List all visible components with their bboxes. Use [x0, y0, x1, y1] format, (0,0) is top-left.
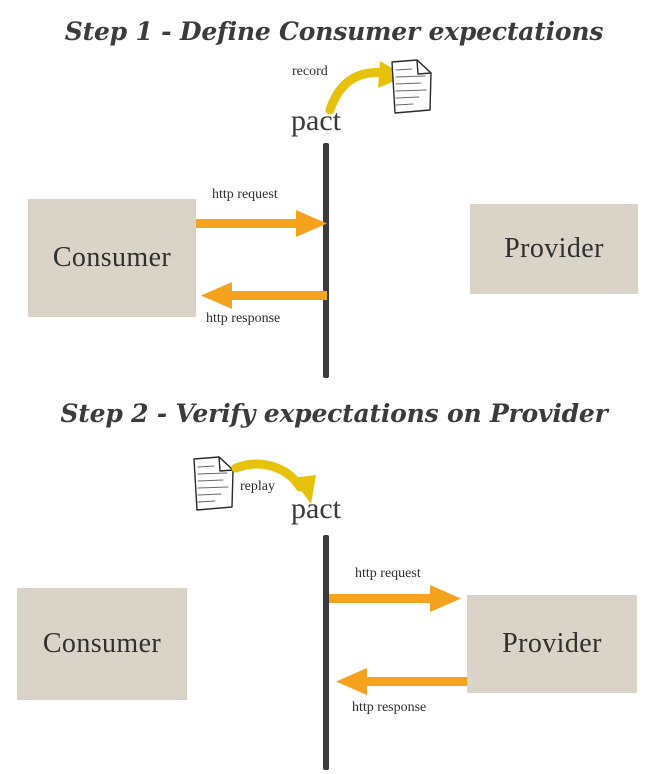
step2-pact-label: pact: [291, 492, 341, 525]
step1-title: Step 1 - Define Consumer expectations: [64, 17, 604, 46]
step1-consumer-label: Consumer: [52, 242, 172, 273]
step1-record-label: record: [292, 64, 328, 79]
step1-http-response-label: http response: [206, 311, 281, 326]
step2-provider-label: Provider: [502, 628, 602, 659]
step1-pact-line: [323, 143, 329, 378]
step1-document-icon: [391, 59, 432, 114]
step2-http-response-arrow: [336, 668, 467, 695]
step1-http-request-arrow: [196, 210, 327, 237]
step2-http-request-label: http request: [355, 566, 421, 581]
step1-record-curve-arrow: [325, 61, 406, 115]
step2-title: Step 2 - Verify expectations on Provider: [60, 399, 608, 428]
step2-replay-curve-arrow: [231, 459, 316, 504]
step2-consumer-label: Consumer: [42, 628, 162, 659]
step1-http-response-arrow: [201, 282, 327, 309]
step2-http-response-label: http response: [352, 700, 427, 715]
step1-consumer-box[interactable]: Consumer: [28, 199, 196, 317]
step1-http-request-label: http request: [212, 187, 278, 202]
step2-http-request-arrow: [329, 585, 461, 612]
step2-pact-line: [323, 535, 329, 770]
step2-replay-label: replay: [240, 479, 275, 494]
step1-provider-box[interactable]: Provider: [470, 204, 638, 294]
step2-document-icon: [193, 456, 234, 511]
step1-provider-label: Provider: [504, 233, 604, 264]
step2-provider-box[interactable]: Provider: [467, 595, 637, 693]
step2-consumer-box[interactable]: Consumer: [17, 588, 187, 700]
